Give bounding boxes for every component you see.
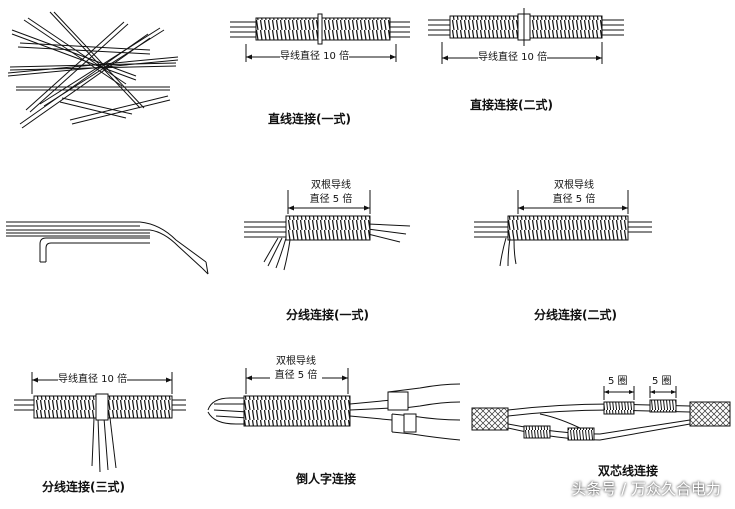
dimension-label-p8-line1: 双根导线: [270, 356, 322, 368]
caption-straight-joint-1: 直线连接(一式): [268, 112, 351, 126]
dimension-label-p6-line2: 直径 5 倍: [546, 194, 602, 206]
caption-tap-joint-2: 分线连接(二式): [534, 308, 617, 322]
dimension-label-p9-right: 5 圈: [652, 376, 672, 388]
dimension-label-p5-line2: 直径 5 倍: [305, 194, 357, 206]
dimension-label-p9-left: 5 圈: [608, 376, 628, 388]
panel-4-tap-bend: [6, 221, 209, 275]
panel-1-strand-fan: [7, 11, 179, 129]
panel-5-tap-joint-1: [244, 190, 411, 271]
caption-twin-core-joint: 双芯线连接: [598, 464, 659, 478]
panel-3-straight-joint-2: [428, 8, 624, 64]
panel-9-twin-core-joint: [471, 386, 731, 441]
dimension-label-p6-line1: 双根导线: [546, 180, 602, 192]
panel-2-straight-joint-1: [230, 13, 410, 62]
dimension-label-p5-line1: 双根导线: [305, 180, 357, 192]
watermark: 头条号 / 万众久合电力: [571, 480, 721, 498]
panel-6-tap-joint-2: [474, 190, 652, 267]
caption-straight-joint-2: 直接连接(二式): [470, 98, 553, 112]
panel-8-inverted-y-joint: [207, 368, 461, 441]
dimension-label-p8-line2: 直径 5 倍: [270, 370, 322, 382]
caption-inverted-y-joint: 倒人字连接: [296, 472, 357, 486]
dimension-label-p7: 导线直径 10 倍: [58, 374, 128, 386]
panel-7-tap-joint-3: [14, 372, 186, 473]
caption-tap-joint-3: 分线连接(三式): [42, 480, 125, 494]
dimension-label-p2: 导线直径 10 倍: [280, 51, 350, 63]
caption-tap-joint-1: 分线连接(一式): [286, 308, 369, 322]
dimension-label-p3: 导线直径 10 倍: [478, 52, 548, 64]
